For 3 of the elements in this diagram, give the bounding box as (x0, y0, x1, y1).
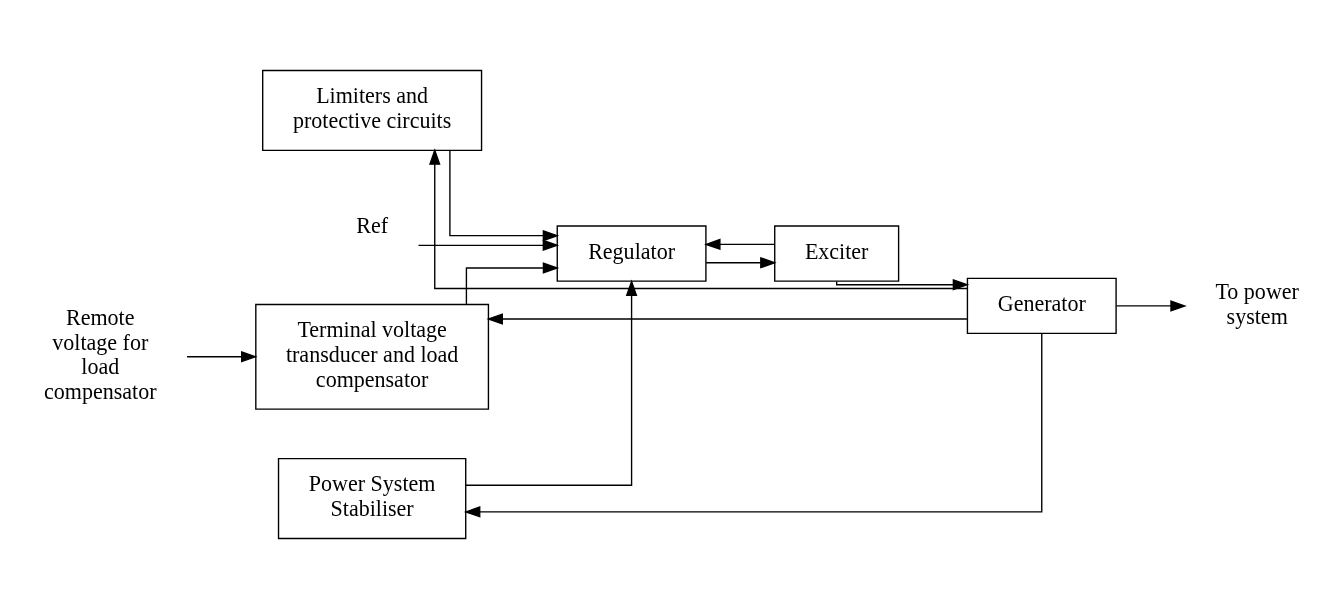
node-text: Ref (356, 212, 389, 238)
node-text: Remote voltage for load compensator (44, 304, 157, 405)
node-text: To power system (1215, 278, 1299, 329)
